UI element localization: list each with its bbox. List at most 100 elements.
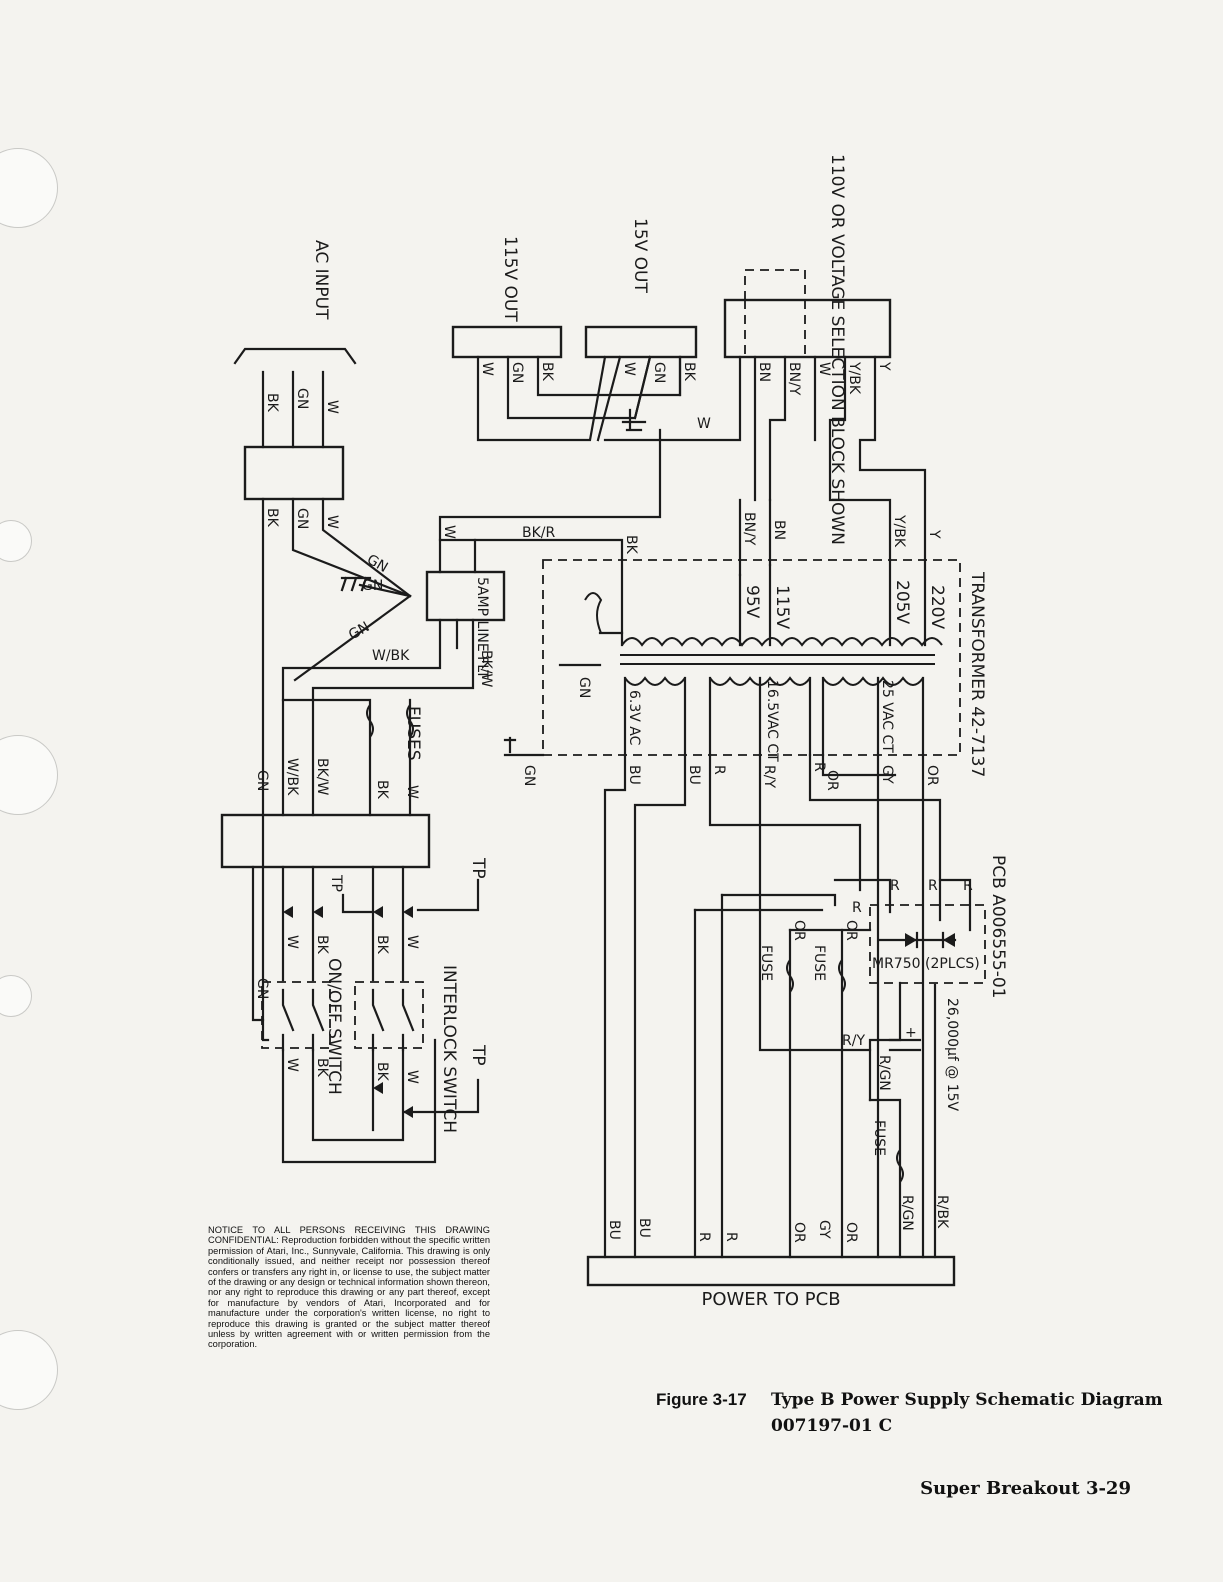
power-to-pcb-label: POWER TO PCB (701, 1289, 840, 1310)
svg-text:BK: BK (681, 362, 697, 382)
page-footer: Super Breakout 3-29 (920, 1478, 1131, 1499)
svg-text:Y: Y (926, 529, 942, 539)
wire-code: R/GN (899, 1195, 915, 1231)
wire-code: OR (924, 765, 940, 786)
svg-text:W: W (697, 416, 711, 432)
svg-text:W: W (479, 362, 495, 376)
svg-text:OR: OR (843, 1222, 859, 1243)
wire-code: W (284, 1058, 300, 1072)
svg-text:R/GN: R/GN (876, 1055, 892, 1091)
svg-text:BK: BK (264, 393, 280, 413)
svg-text:GN: GN (362, 578, 383, 594)
wire-code: W (697, 416, 711, 432)
svg-text:GN: GN (294, 508, 310, 529)
svg-text:FUSE: FUSE (871, 1120, 887, 1156)
svg-text:OR: OR (843, 920, 859, 941)
tap-220v-label: 220V (927, 585, 947, 629)
wire-code: Y (876, 361, 892, 371)
6-3v-label: 6.3V AC (626, 690, 642, 746)
svg-text:115V: 115V (772, 585, 792, 629)
svg-text:TP: TP (328, 874, 344, 892)
svg-text:W: W (621, 362, 637, 376)
svg-text:BU: BU (606, 1220, 622, 1240)
wire-code: R/Y (761, 765, 777, 788)
svg-text:W: W (404, 1070, 420, 1084)
svg-text:BN: BN (771, 520, 787, 540)
svg-text:BN/Y: BN/Y (786, 362, 802, 396)
wire-code: W (324, 515, 340, 529)
fuse-label: FUSE (811, 945, 827, 981)
terminal-strip-6 (220, 813, 431, 869)
ac-input-connector (243, 445, 345, 501)
wire-code: W/BK (284, 758, 300, 796)
svg-text:25 VAC CT: 25 VAC CT (879, 680, 895, 753)
svg-text:R/GN: R/GN (899, 1195, 915, 1231)
transformer-outline (542, 559, 961, 756)
wire-code: W (441, 525, 457, 539)
svg-text:GN: GN (521, 765, 537, 786)
svg-text:BK: BK (374, 1062, 390, 1082)
svg-text:R: R (811, 762, 827, 772)
wire-code: GN (254, 770, 270, 791)
pcb-rectifier-block (869, 904, 986, 984)
svg-text:15V OUT: 15V OUT (630, 218, 650, 293)
svg-text:TP: TP (468, 1044, 488, 1066)
test-point-label: TP (468, 1044, 488, 1066)
wire-code: R (852, 900, 862, 916)
wire-code: BK (681, 362, 697, 382)
svg-text:W: W (284, 935, 300, 949)
svg-text:GN: GN (294, 388, 310, 409)
svg-text:R/Y: R/Y (761, 765, 777, 788)
wire-code: GN (651, 362, 667, 383)
power-to-pcb-connector (586, 1255, 956, 1287)
line-filter (425, 570, 506, 622)
svg-text:BU: BU (636, 1218, 652, 1238)
svg-text:R: R (723, 1232, 739, 1242)
svg-text:BK/W: BK/W (314, 758, 330, 796)
wire-code: R/BK (934, 1195, 950, 1229)
wire-code: BK (539, 362, 555, 382)
interlock-switch-label: INTERLOCK SWITCH (439, 965, 459, 1133)
wire-code: BN/Y (741, 512, 757, 546)
fuse-label: FUSE (758, 945, 774, 981)
rectifier-label: MR750 (2PLCS) (872, 956, 980, 972)
wire-code: R (811, 762, 827, 772)
wire-code: BK (314, 1058, 330, 1078)
svg-text:FUSE: FUSE (811, 945, 827, 981)
svg-text:PCB A006555-01: PCB A006555-01 (988, 855, 1008, 998)
svg-text:W: W (404, 785, 420, 799)
svg-text:W: W (324, 515, 340, 529)
svg-text:BK: BK (539, 362, 555, 382)
svg-text:R: R (696, 1232, 712, 1242)
15v-out-connector (584, 325, 698, 359)
svg-text:R/Y: R/Y (842, 1033, 865, 1049)
15v-out-label: 15V OUT (630, 218, 650, 293)
svg-text:R: R (852, 900, 862, 916)
wire-code: W (404, 1070, 420, 1084)
svg-text:BK: BK (374, 935, 390, 955)
wire-code: BN (771, 520, 787, 540)
wire-code: Y/BK (891, 514, 907, 548)
svg-text:BK/W: BK/W (478, 650, 494, 688)
wire-code: W (816, 362, 832, 376)
svg-text:R: R (963, 878, 973, 894)
wire-code: W (404, 935, 420, 949)
wire-code: R (928, 878, 938, 894)
wire-code: BK (374, 780, 390, 800)
svg-text:220V: 220V (927, 585, 947, 629)
svg-text:W: W (404, 935, 420, 949)
wire-code: BK (264, 393, 280, 413)
svg-text:W: W (441, 525, 457, 539)
svg-text:BK/R: BK/R (522, 525, 556, 541)
svg-text:BN: BN (756, 362, 772, 382)
wire-code: R/Y (842, 1033, 865, 1049)
svg-text:95V: 95V (742, 585, 762, 619)
svg-text:BK: BK (314, 935, 330, 955)
svg-text:AC INPUT: AC INPUT (311, 240, 331, 320)
svg-text:FUSES: FUSES (403, 706, 423, 761)
svg-text:OR: OR (791, 1222, 807, 1243)
figure-title: Type B Power Supply Schematic Diagram (771, 1390, 1163, 1410)
svg-text:ON/OFF SWITCH: ON/OFF SWITCH (324, 958, 344, 1095)
wire-code: OR (843, 1222, 859, 1243)
